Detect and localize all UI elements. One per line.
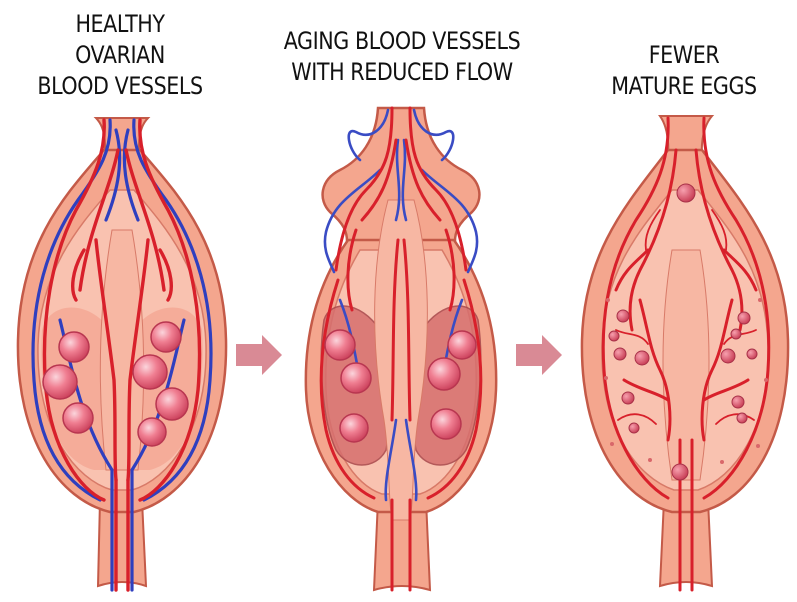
- arrow-right-icon: [516, 335, 562, 375]
- fewer-arteries: [601, 116, 771, 592]
- panel-3-title: FEWER MATURE EGGS: [589, 40, 778, 102]
- follicle: [730, 328, 742, 340]
- follicle: [616, 309, 630, 323]
- fewer-follicles: [608, 183, 758, 481]
- healthy-core: [99, 229, 145, 471]
- fewer-speckles: [604, 298, 768, 464]
- panel-1-title: HEALTHY OVARIAN BLOOD VESSELS: [25, 9, 214, 102]
- follicle: [62, 402, 94, 434]
- arrow-right-icon: [236, 335, 282, 375]
- aging-ovary: [304, 106, 498, 592]
- follicle: [430, 408, 462, 440]
- panel-3-title-line-2: MATURE EGGS: [611, 72, 757, 100]
- follicle: [737, 311, 751, 325]
- healthy-arteries: [42, 118, 202, 592]
- follicle: [42, 364, 78, 400]
- follicle: [447, 330, 477, 360]
- follicle: [427, 357, 461, 391]
- follicle: [340, 362, 372, 394]
- aging-follicles: [324, 329, 477, 443]
- follicle: [608, 330, 620, 342]
- follicle: [720, 348, 736, 364]
- fewer-eggs-ovary: [580, 115, 790, 592]
- aging-bottom-stalk: [372, 499, 432, 592]
- follicle: [671, 463, 689, 481]
- panel-3-title-line-1: FEWER: [648, 41, 720, 69]
- follicle: [155, 387, 189, 421]
- healthy-follicles: [42, 321, 189, 447]
- panel-2-title: AGING BLOOD VESSELS WITH REDUCED FLOW: [282, 26, 523, 88]
- panel-1-title-line-1: HEALTHY: [75, 10, 165, 38]
- healthy-bottom-stalk: [96, 499, 148, 588]
- healthy-ovary: [16, 117, 228, 592]
- follicle: [613, 347, 627, 361]
- fewer-bottom-stalk: [658, 499, 714, 588]
- follicle: [58, 331, 90, 363]
- panel-1-title-line-3: BLOOD VESSELS: [37, 72, 203, 100]
- follicle: [324, 329, 356, 361]
- follicle: [736, 412, 748, 424]
- follicle: [746, 348, 758, 360]
- follicle: [676, 183, 696, 203]
- follicle: [621, 391, 635, 405]
- follicle: [634, 350, 650, 366]
- follicle: [628, 422, 640, 434]
- panel-2-title-line-1: AGING BLOOD VESSELS: [283, 27, 521, 55]
- follicle: [731, 395, 745, 409]
- panel-1-title-line-2: OVARIAN: [75, 41, 165, 69]
- panel-2-title-line-2: WITH REDUCED FLOW: [291, 58, 513, 86]
- follicle: [339, 413, 369, 443]
- follicle: [137, 417, 167, 447]
- follicle: [150, 321, 182, 353]
- follicle: [132, 354, 168, 390]
- aging-arteries: [319, 106, 483, 592]
- fewer-core: [662, 249, 710, 481]
